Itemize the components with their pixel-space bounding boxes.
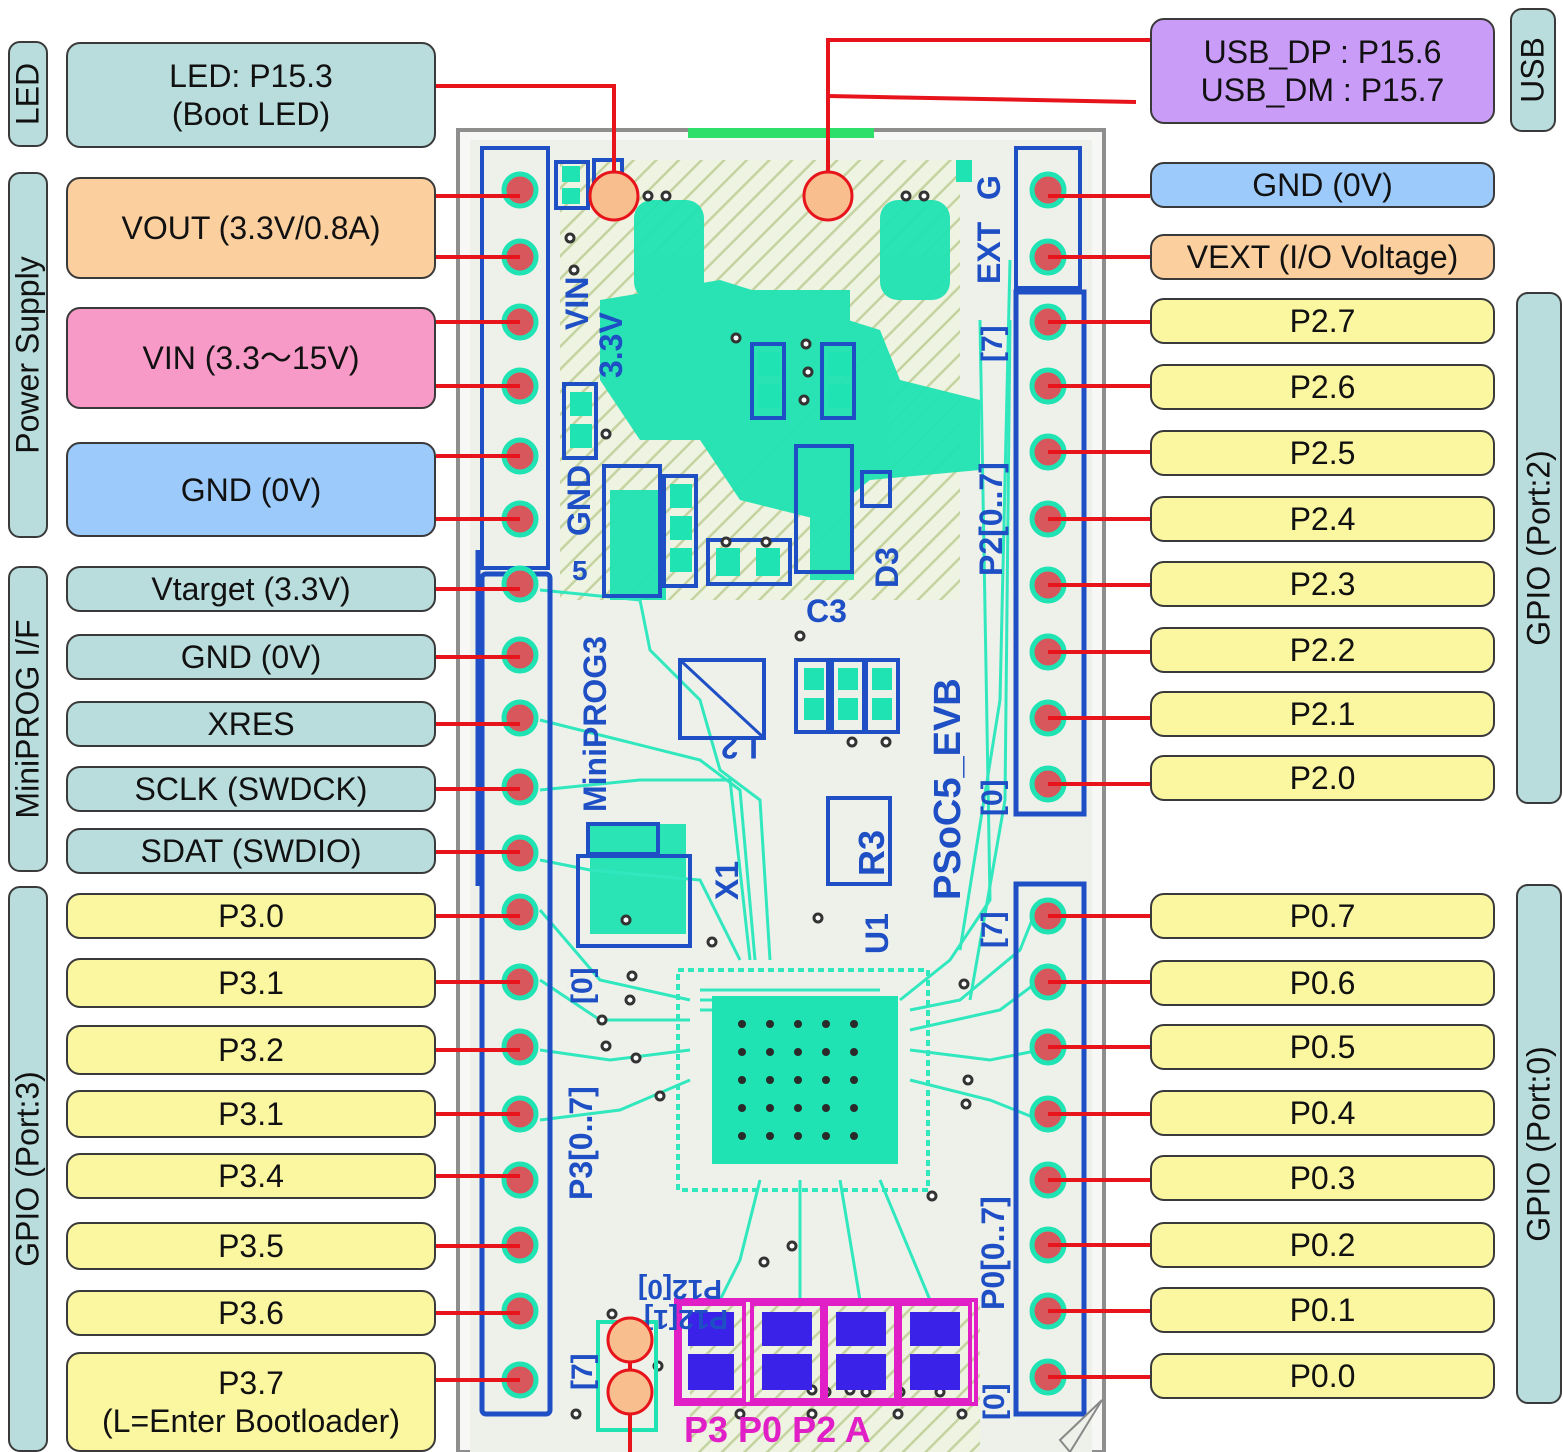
silk-l2: L2 [721,729,758,765]
label-p0-5: P0.5 [1150,1024,1495,1070]
group-usb: USB [1510,8,1556,132]
silk-d3: D3 [869,547,905,588]
silk-seven-p0: [7] [976,911,1009,948]
label-led: LED: P15.3 (Boot LED) [66,42,436,148]
group-gpio2: GPIO (Port:2) [1516,292,1562,804]
label-xres: XRES [66,701,436,747]
group-gpio3: GPIO (Port:3) [8,886,48,1452]
label-p3-6: P3.6 [66,1290,436,1336]
label-gnd-right: GND (0V) [1150,162,1495,208]
label-p2-7: P2.7 [1150,298,1495,344]
pad-left-15 [501,1161,539,1199]
label-usb: USB_DP : P15.6 USB_DM : P15.7 [1150,18,1495,124]
label-p0-1: P0.1 [1150,1287,1495,1333]
group-gpio0: GPIO (Port:0) [1516,884,1562,1404]
switch-marker-1 [606,1316,654,1364]
label-sclk: SCLK (SWDCK) [66,766,436,812]
silk-p12-0: P12[0] [638,1274,722,1305]
label-p3-2: P3.2 [66,1025,436,1075]
connector-line-21 [827,94,1137,104]
label-p2-3: P2.3 [1150,561,1495,607]
label-p0-7: P0.7 [1150,893,1495,939]
silk-p0-range: P0[0..7] [975,1196,1011,1310]
connector-line-19 [436,84,616,196]
label-gnd-prog: GND (0V) [66,634,436,680]
label-vext: VEXT (I/O Voltage) [1150,234,1495,280]
pad-left-6 [501,565,539,603]
label-p2-5: P2.5 [1150,430,1495,476]
silk-five: 5 [572,555,588,586]
label-p2-4: P2.4 [1150,496,1495,542]
pad-left-11 [501,893,539,931]
silk-miniprog: MiniPROG3 [577,636,613,812]
label-p0-2: P0.2 [1150,1222,1495,1268]
label-p2-1: P2.1 [1150,691,1495,737]
label-p3-7: P3.7 (L=Enter Bootloader) [66,1352,436,1452]
label-gnd-power: GND (0V) [66,442,436,537]
label-sdat: SDAT (SWDIO) [66,828,436,874]
pad-left-8 [501,699,539,737]
silk-p3-7: [7] [566,1353,599,1390]
silk-vin: VIN [559,277,595,330]
group-led: LED [8,41,48,147]
pad-right-0 [1029,171,1067,209]
silk-c3: C3 [806,593,847,629]
label-p0-4: P0.4 [1150,1090,1495,1136]
silk-seven-top: [7] [976,325,1009,362]
silk-board: PSoC5_EVB [927,678,969,900]
label-vout: VOUT (3.3V/0.8A) [66,177,436,279]
label-p3-5: P3.5 [66,1222,436,1270]
label-p0-0: P0.0 [1150,1353,1495,1399]
silk-p3-range: P3[0..7] [563,1086,599,1200]
silk-ext: EXT [971,221,1007,284]
silk-p0-0: [0] [978,1383,1011,1420]
silk-x1: X1 [709,861,745,900]
switch-marker-2 [606,1368,654,1416]
silk-3v3: 3.3V [593,312,629,378]
silk-gnd: GND [561,465,597,536]
pad-left-13 [501,1028,539,1066]
connector-line-20 [826,38,1150,196]
label-p2-2: P2.2 [1150,627,1495,673]
group-power: Power Supply [8,172,48,538]
silk-p2-range: P2[0..7] [973,462,1009,576]
silk-p3-0: [0] [566,967,599,1004]
label-p0-6: P0.6 [1150,960,1495,1006]
pad-left-0 [501,171,539,209]
silk-g: G [971,175,1007,200]
label-p3-0: P3.0 [66,893,436,939]
silk-p12-1: P12[1] [644,1304,728,1335]
label-p3-1: P3.1 [66,958,436,1008]
led-marker [588,170,640,222]
usb-marker [802,170,854,222]
silk-u1: U1 [859,913,895,954]
silk-p2-0: [0] [976,779,1009,816]
silk-r3: R3 [851,830,892,876]
label-p3-3: P3.1 [66,1090,436,1138]
silk-bottom: P3 P0 P2 A [684,1409,871,1450]
label-vtarget: Vtarget (3.3V) [66,566,436,612]
label-p2-0: P2.0 [1150,755,1495,801]
group-miniprog: MiniPROG I/F [8,566,48,872]
label-p3-4: P3.4 [66,1153,436,1199]
label-p2-6: P2.6 [1150,364,1495,410]
label-p0-3: P0.3 [1150,1155,1495,1201]
label-vin: VIN (3.3〜15V) [66,307,436,409]
